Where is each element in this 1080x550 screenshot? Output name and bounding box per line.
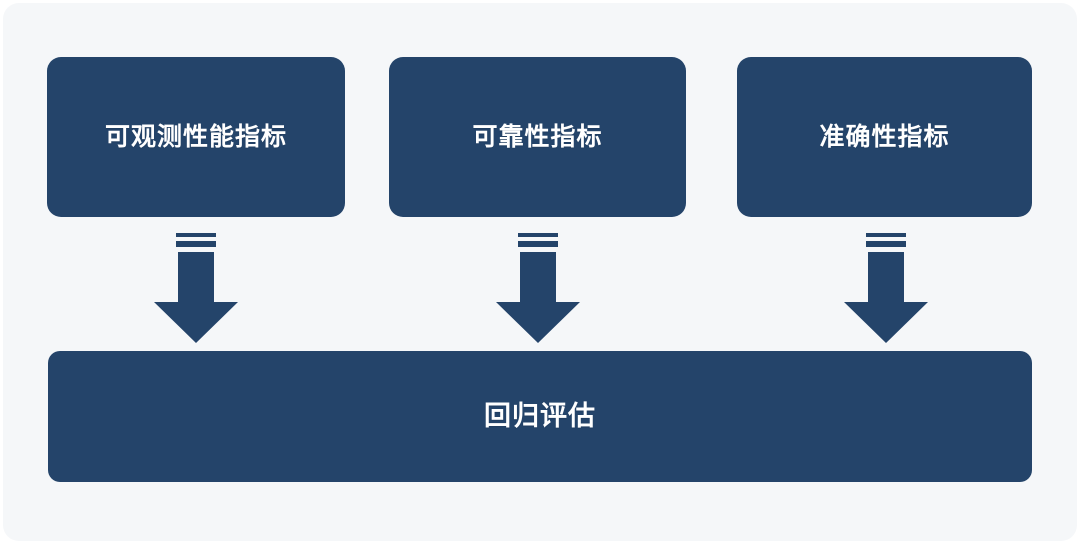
- arrow-down-icon: [496, 233, 580, 343]
- arrow-down-icon: [154, 233, 238, 343]
- node-regression-evaluation[interactable]: 回归评估: [48, 351, 1032, 482]
- node-accuracy-metrics-label: 准确性指标: [819, 122, 950, 151]
- node-observability-metrics-label: 可观测性能指标: [104, 122, 287, 151]
- node-regression-evaluation-label: 回归评估: [484, 401, 596, 431]
- node-reliability-metrics-label: 可靠性指标: [472, 122, 603, 151]
- node-accuracy-metrics[interactable]: 准确性指标: [737, 57, 1032, 217]
- node-reliability-metrics[interactable]: 可靠性指标: [389, 57, 686, 217]
- node-observability-metrics[interactable]: 可观测性能指标: [47, 57, 345, 217]
- arrow-down-icon: [844, 233, 928, 343]
